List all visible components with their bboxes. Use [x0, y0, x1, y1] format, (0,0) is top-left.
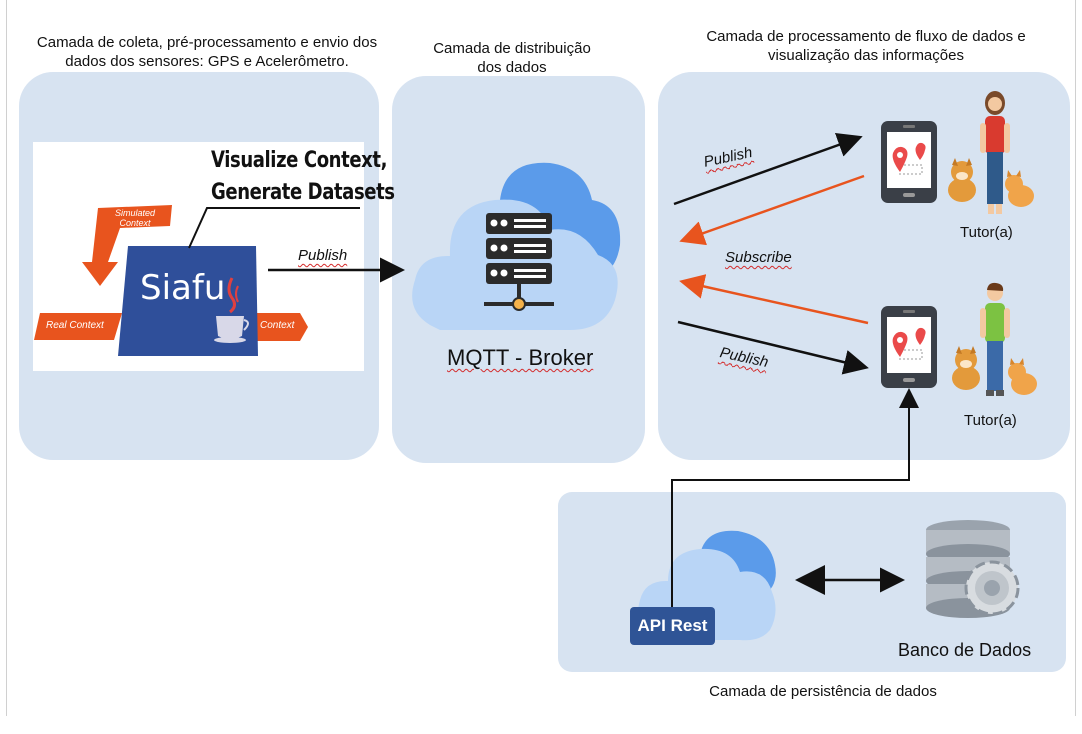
cat-icon-bottom: [1008, 358, 1037, 395]
dog-icon-bottom: [952, 346, 980, 390]
man-icon: [980, 282, 1010, 396]
woman-icon: [980, 91, 1010, 214]
simulated-context-shape: [82, 205, 172, 286]
api-phone-connector: [671, 388, 919, 610]
distribution-layer-title: Camada de distribuição dos dados: [433, 40, 591, 76]
gear-icon: [964, 560, 1020, 616]
user-label-top: Tutor(a): [960, 224, 1013, 241]
java-icon: [214, 277, 249, 343]
context-out-shape: [252, 313, 308, 341]
real-context-shape: [34, 313, 122, 340]
frame-line-left: [6, 0, 7, 716]
user-label-bottom: Tutor(a): [964, 412, 1017, 429]
subscribe-arrow-top: [679, 174, 865, 246]
publish-label-siafu: Publish: [298, 247, 348, 264]
real-context-label: Real Context: [46, 320, 104, 331]
map-pin-icon: [892, 146, 908, 172]
smartphone-icon-bottom: [881, 306, 937, 388]
siafu-title-line1: Visualize Context,: [211, 148, 388, 173]
collection-layer-title: Camada de coleta, pré-processamento e en…: [36, 34, 378, 70]
subscribe-label: Subscribe: [725, 249, 792, 266]
api-rest-badge: API Rest: [630, 607, 715, 645]
cat-icon-top: [1005, 170, 1034, 207]
persistence-layer-title: Camada de persistência de dados: [709, 683, 937, 700]
server-icon: [484, 213, 554, 311]
simulated-context-label: Simulated Context: [114, 208, 156, 228]
publish-arrow-bottom: [677, 320, 869, 375]
siafu-name: Siafu: [140, 268, 226, 308]
publish-arrow-top: [673, 132, 863, 206]
database-label: Banco de Dados: [898, 640, 1032, 660]
smartphone-icon-top: [881, 121, 937, 203]
siafu-title-line2: Generate Datasets: [211, 180, 395, 205]
broker-label-text: MQTT - Broker: [447, 345, 594, 370]
dog-icon-top: [948, 158, 976, 202]
broker-label: MQTT - Broker: [447, 345, 593, 371]
context-label: Context: [260, 320, 295, 331]
subscribe-arrow-bottom: [679, 274, 869, 325]
title-connector: [188, 207, 360, 249]
frame-line-right: [1075, 0, 1076, 716]
processing-layer-title: Camada de processamento de fluxo de dado…: [706, 28, 1026, 64]
